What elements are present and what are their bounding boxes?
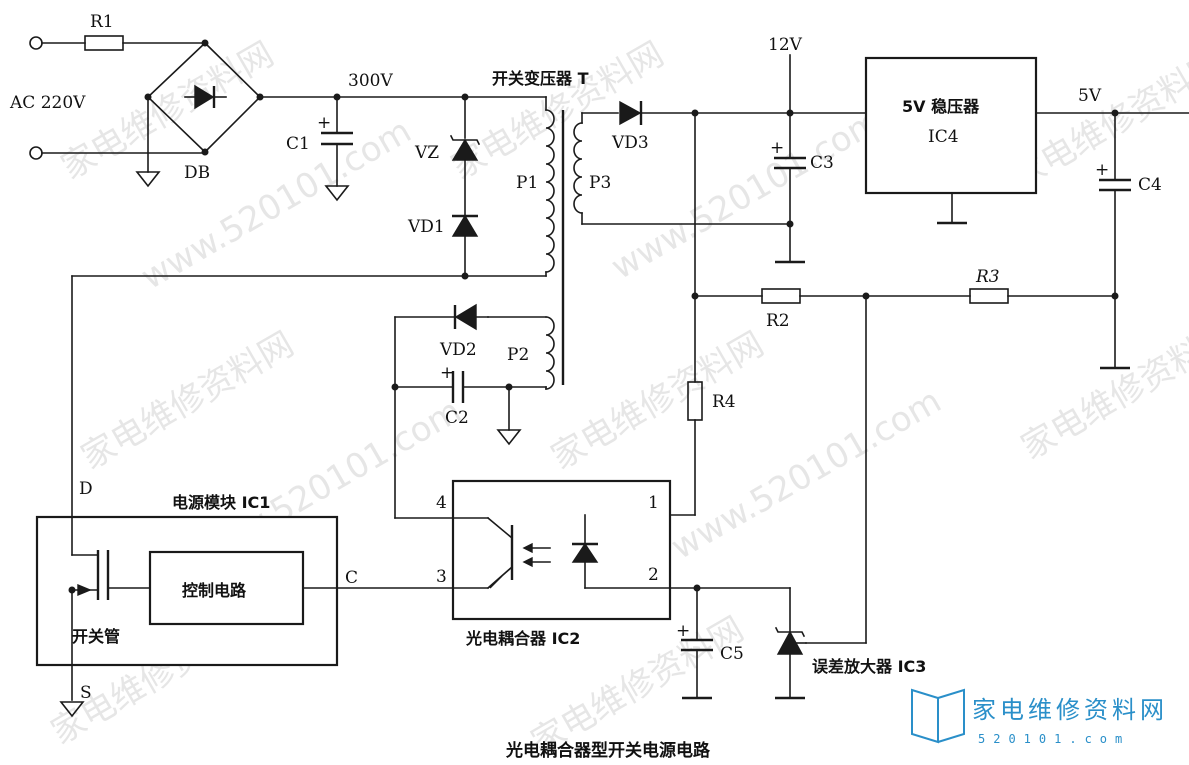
watermark-url: www.520101.com — [665, 381, 949, 568]
ground-icon — [324, 185, 350, 202]
watermark-cn: 家电维修资料网 — [75, 324, 301, 478]
resistor-r3 — [969, 288, 1009, 304]
label-layer: R1 AC 220V DB 300V C1 开关变压器 T VZ VD1 P1 … — [9, 12, 1162, 761]
watermark-url: www.520101.com — [605, 101, 889, 288]
label-regulator: 5V 稳压器 — [902, 97, 980, 116]
control-circuit-block — [148, 550, 305, 626]
brand-name: 家电维修资料网 — [972, 696, 1168, 724]
label-switch-tube: 开关管 — [72, 627, 120, 646]
label-vd1: VD1 — [407, 217, 445, 237]
label-vd2: VD2 — [439, 340, 477, 360]
label-vd3: VD3 — [611, 133, 649, 153]
input-section: + — [29, 35, 547, 202]
label-control-circuit: 控制电路 — [182, 581, 247, 600]
label-p2: P2 — [507, 345, 529, 365]
ac-terminal-bottom — [29, 146, 43, 160]
label-12v: 12V — [768, 35, 803, 55]
label-error-amplifier: 误差放大器 IC3 — [812, 657, 926, 676]
ground-icon — [135, 171, 161, 188]
svg-text:+: + — [770, 138, 784, 158]
label-c2: C2 — [445, 408, 469, 428]
feedback-section — [584, 112, 1116, 644]
label-p3: P3 — [589, 173, 611, 193]
watermark-url: www.520101.com — [135, 111, 419, 298]
diode-symbol — [194, 84, 215, 110]
svg-text:+: + — [440, 363, 454, 383]
brand-logo: 家电维修资料网 520101.com — [911, 688, 1168, 746]
secondary-section: + + — [581, 54, 1189, 370]
label-s: S — [80, 683, 92, 703]
label-optocoupler: 光电耦合器 IC2 — [465, 629, 580, 648]
label-c-pin: C — [345, 568, 358, 588]
light-arrow-icon — [522, 542, 533, 554]
light-arrow-icon — [522, 556, 533, 568]
label-r1: R1 — [90, 12, 114, 32]
label-pin-2: 2 — [648, 565, 659, 585]
label-vz: VZ — [414, 143, 439, 163]
book-icon — [911, 688, 939, 744]
label-r2: R2 — [766, 311, 790, 331]
diode-vd1 — [451, 214, 479, 237]
label-ac-input: AC 220V — [9, 93, 86, 113]
label-5v: 5V — [1078, 86, 1102, 106]
label-c1: C1 — [286, 134, 310, 154]
label-transformer: 开关变压器 T — [492, 69, 589, 88]
label-300v: 300V — [348, 71, 393, 91]
ac-terminal-top — [29, 36, 43, 50]
ground-icon — [496, 429, 522, 446]
diode-vd2 — [454, 303, 477, 331]
transformer-winding-p2 — [545, 316, 555, 390]
ground-icon — [59, 701, 85, 718]
transformer-winding-p1 — [545, 109, 555, 273]
label-pin-3: 3 — [436, 567, 447, 587]
svg-text:+: + — [317, 113, 331, 133]
label-ic4: IC4 — [928, 127, 959, 147]
power-module-ic1 — [35, 275, 454, 718]
label-c5: C5 — [720, 644, 744, 664]
diode-vd3 — [619, 100, 642, 126]
label-c3: C3 — [810, 153, 834, 173]
label-power-module: 电源模块 IC1 — [172, 493, 270, 512]
error-amplifier-section: + — [676, 587, 807, 700]
svg-text:+: + — [1095, 160, 1109, 180]
primary-section — [71, 96, 583, 390]
watermark-cn: 家电维修资料网 — [545, 324, 771, 478]
label-r4: R4 — [712, 392, 736, 412]
regulator-ic4 — [864, 56, 1038, 195]
label-db: DB — [184, 163, 210, 183]
label-pin-4: 4 — [436, 493, 447, 513]
optocoupler-ic2 — [451, 479, 791, 621]
transformer-winding-p3 — [573, 122, 583, 214]
diagram-title: 光电耦合器型开关电源电路 — [505, 740, 711, 761]
resistor-r2 — [761, 288, 801, 304]
label-d: D — [79, 479, 93, 499]
watermark-cn: 家电维修资料网 — [1015, 314, 1189, 468]
resistor-r1 — [84, 35, 124, 51]
label-r3: R3 — [975, 267, 1000, 287]
brand-number: 520101.com — [978, 732, 1130, 746]
label-c4: C4 — [1138, 175, 1162, 195]
label-pin-1: 1 — [648, 493, 659, 513]
auxiliary-section: + — [391, 303, 547, 519]
label-p1: P1 — [516, 173, 538, 193]
svg-text:+: + — [676, 621, 690, 641]
